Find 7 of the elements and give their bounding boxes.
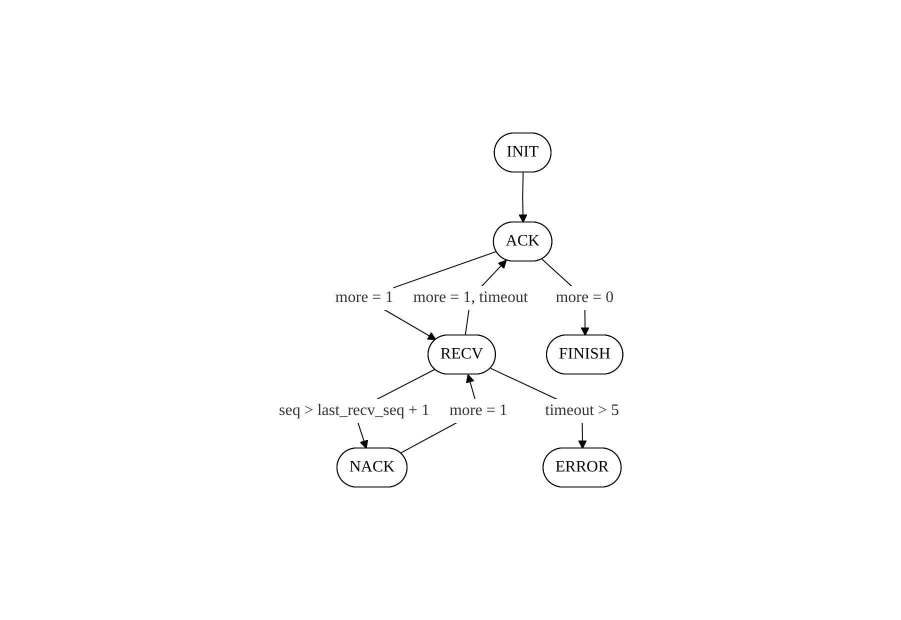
arrow	[518, 172, 527, 223]
edge-label: timeout > 5	[544, 402, 619, 419]
edge-label: more = 1	[449, 402, 507, 419]
edge-label: more = 1, timeout	[412, 288, 528, 306]
edge-label: more = 1	[334, 288, 393, 306]
edge-label: more = 0	[555, 288, 614, 306]
edge-label: seq > last_recv_seq + 1	[278, 402, 430, 419]
